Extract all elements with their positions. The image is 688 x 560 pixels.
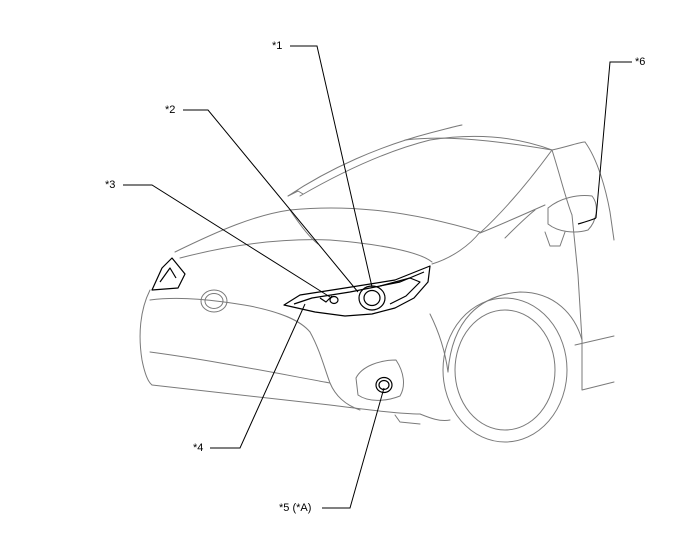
callout-label-6: *6 [635,56,646,68]
leader-line-3 [123,184,331,298]
leader-lines [123,45,632,509]
callout-label-2: *2 [165,104,176,116]
leader-line-2 [183,109,359,293]
leader-line-5 [322,387,385,509]
callout-label-1: *1 [272,40,283,52]
callout-label-3: *3 [105,179,116,191]
leader-line-6 [595,61,632,219]
callout-label-5: *5 (*A) [279,502,312,514]
leader-line-1 [290,45,373,288]
side-turn-signal-light [577,217,597,225]
fog-light [375,376,393,394]
callout-label-4: *4 [193,442,204,454]
leader-line-4 [210,303,306,449]
car-body-outline [139,124,615,443]
headlight-assembly [283,265,431,317]
